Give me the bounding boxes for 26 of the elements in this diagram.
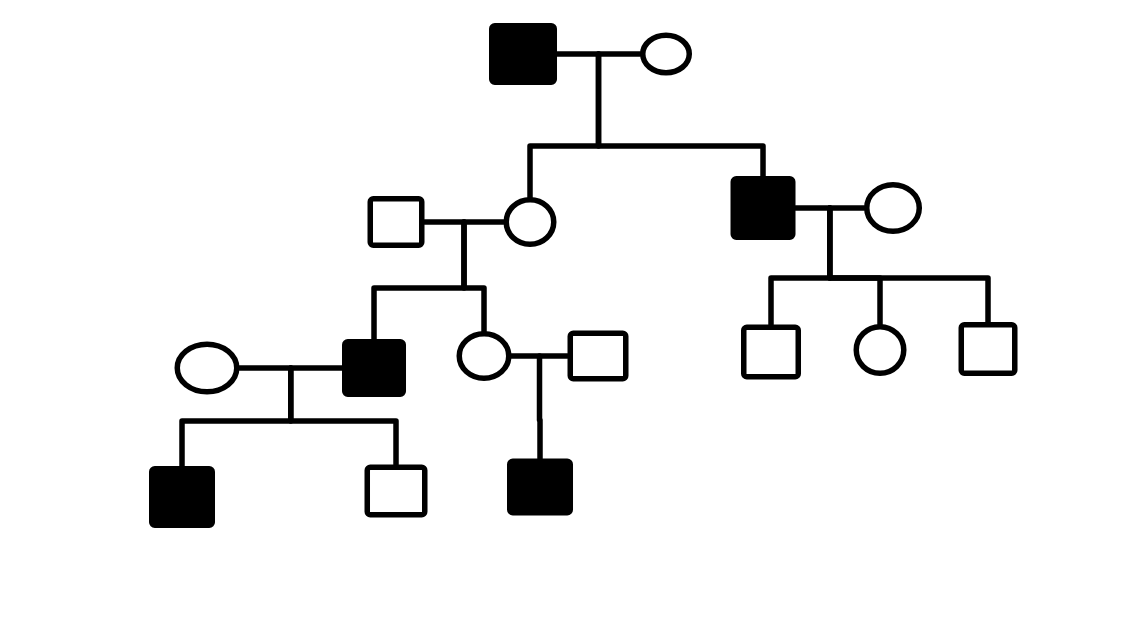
circle-symbol — [174, 341, 240, 395]
circle-symbol — [503, 197, 557, 247]
circle-symbol — [640, 32, 692, 76]
mating-line — [421, 219, 507, 225]
circle-symbol — [853, 324, 907, 376]
filled-square-symbol — [149, 466, 215, 528]
descent-line — [536, 353, 543, 462]
square-symbol — [367, 196, 425, 248]
square-symbol — [958, 322, 1018, 376]
square-symbol — [364, 464, 428, 518]
filled-square-symbol — [489, 23, 557, 85]
circle-symbol — [864, 182, 922, 234]
filled-square-symbol — [730, 176, 796, 240]
mating-line — [554, 51, 643, 57]
mating-line — [236, 365, 345, 371]
filled-square-symbol — [507, 458, 573, 516]
circle-symbol — [456, 331, 512, 381]
filled-square-symbol — [342, 339, 406, 397]
mating-line — [508, 353, 571, 359]
square-symbol — [567, 330, 629, 382]
descent-line — [595, 51, 766, 179]
descent-line — [461, 219, 487, 334]
square-symbol — [741, 324, 801, 380]
descent-line — [827, 205, 991, 325]
descent-line — [288, 365, 399, 468]
mating-line — [792, 205, 867, 211]
